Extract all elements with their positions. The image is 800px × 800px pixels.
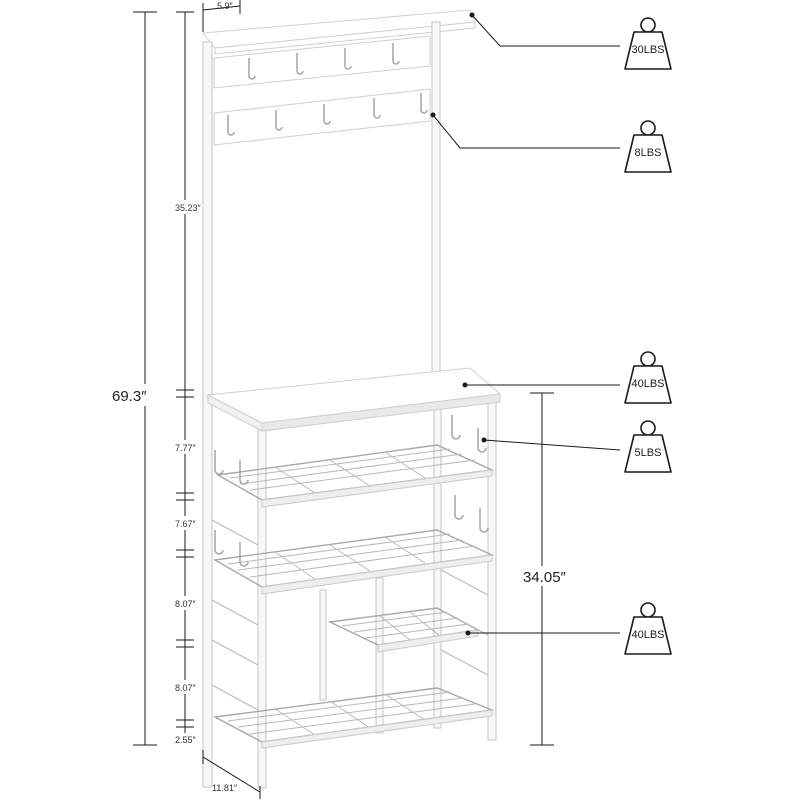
left-side-rails xyxy=(211,519,259,711)
upper-height-label: 35.23″ xyxy=(175,203,202,213)
lower-hook-rail xyxy=(213,88,431,146)
shelf-gap-4-label: 8.07″ xyxy=(175,683,197,693)
shelf-gap-1-label: 7.77″ xyxy=(175,443,197,453)
dimension-labels: 69.3″ 35.23″ 7.77″ 7.67″ 8.07″ 8.07″ 2.5… xyxy=(108,1,572,793)
weight-callout-middle-shelf: 40LBS xyxy=(624,602,672,655)
weight-icon xyxy=(624,120,672,173)
overall-height-label: 69.3″ xyxy=(112,388,147,405)
weight-label: 30LBS xyxy=(631,44,664,56)
weight-icon xyxy=(624,602,672,655)
weight-label: 5LBS xyxy=(635,447,662,459)
rail-hooks xyxy=(227,43,428,136)
weight-label: 40LBS xyxy=(631,378,664,390)
callout-lines xyxy=(430,12,621,636)
wire-shelf-2 xyxy=(212,529,495,595)
right-side-rails xyxy=(440,569,489,676)
right-front-post xyxy=(487,394,497,741)
wire-shelf-1 xyxy=(215,444,495,508)
bakers-rack-illustration xyxy=(202,9,502,789)
inner-post-left xyxy=(319,589,327,701)
weight-icon xyxy=(624,351,672,404)
upper-hook-rail xyxy=(213,35,431,89)
inner-post-right xyxy=(375,577,384,734)
lower-height-label: 34.05″ xyxy=(523,569,567,586)
weight-callouts: 30LBS 8LBS 40LBS 5LBS xyxy=(624,17,672,655)
weight-icon xyxy=(624,420,672,473)
weight-icon xyxy=(624,17,672,70)
depth-label: 11.81″ xyxy=(212,783,238,793)
weight-callout-worktop: 40LBS xyxy=(624,351,672,404)
weight-callout-side-hooks: 5LBS xyxy=(624,420,672,473)
shelf-gap-3-label: 8.07″ xyxy=(175,599,197,609)
left-rear-post xyxy=(202,41,213,788)
shelf-gap-2-label: 7.67″ xyxy=(175,519,197,529)
weight-label: 40LBS xyxy=(631,629,664,641)
right-rear-post xyxy=(431,21,441,383)
wire-shelf-middle xyxy=(327,607,481,653)
top-shelf-depth-label: 5.9″ xyxy=(217,1,234,11)
wire-shelf-bottom xyxy=(212,687,495,749)
side-hooks xyxy=(214,415,489,567)
bottom-clearance-label: 2.55″ xyxy=(175,735,197,745)
weight-callout-hook-rail: 8LBS xyxy=(624,120,672,173)
weight-callout-top-shelf: 30LBS xyxy=(624,17,672,70)
weight-label: 8LBS xyxy=(635,147,662,159)
